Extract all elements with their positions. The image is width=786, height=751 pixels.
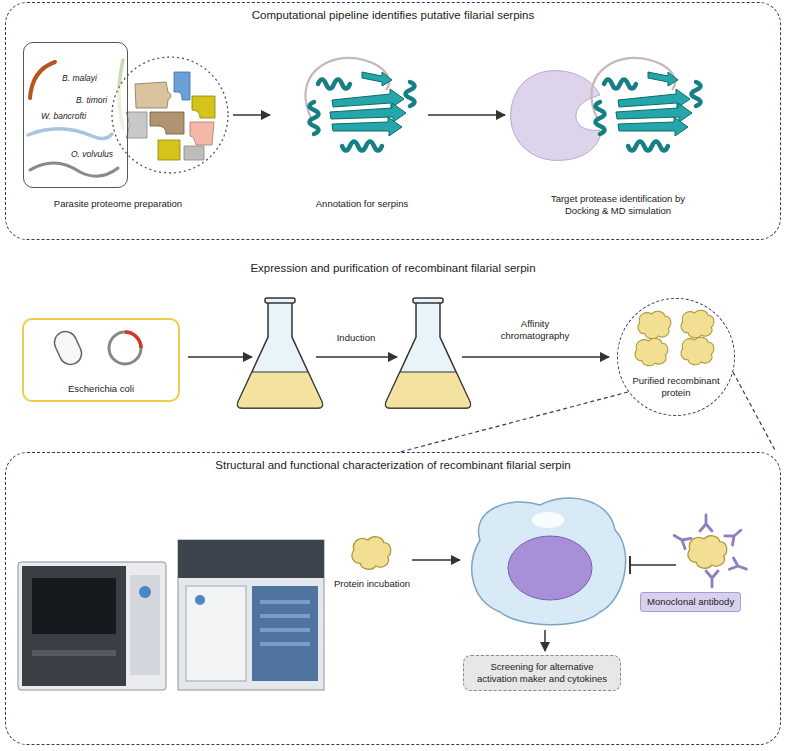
zoom-line bbox=[400, 392, 628, 452]
culture-flask bbox=[386, 298, 471, 408]
flow-arrow bbox=[544, 630, 546, 651]
inhibition-line bbox=[630, 556, 676, 574]
screening-box: Screening for alternative activation mak… bbox=[463, 655, 621, 691]
caption-label: Protein incubation bbox=[317, 578, 427, 590]
species-name: B. timori bbox=[76, 95, 107, 106]
purified-protein-circle: Purified recombinant protein bbox=[617, 298, 735, 416]
zoom-line bbox=[733, 372, 776, 452]
caption-label: Induction bbox=[321, 332, 391, 344]
protein-blob bbox=[352, 537, 391, 569]
flow-arrow bbox=[188, 356, 252, 358]
circle-label: Purified recombinant protein bbox=[628, 375, 724, 399]
host-name: Escherichia coli bbox=[24, 383, 178, 395]
species-name: W. bancrofti bbox=[41, 111, 86, 122]
flow-arrow bbox=[233, 114, 270, 116]
box-label: Monoclonal antibody bbox=[647, 596, 734, 608]
caption-label: Expression and purification of recombina… bbox=[143, 261, 643, 275]
flow-arrow bbox=[428, 114, 505, 116]
box-label: Screening for alternative activation mak… bbox=[472, 661, 612, 685]
caption-label: Annotation for serpins bbox=[292, 198, 432, 210]
flow-arrow bbox=[316, 356, 397, 358]
target-protease bbox=[511, 71, 601, 161]
caption-label: Parasite proteome preparation bbox=[38, 198, 198, 210]
panel-title: Computational pipeline identifies putati… bbox=[6, 8, 780, 22]
species-name: O. volvulus bbox=[71, 149, 113, 160]
serpin-structure bbox=[591, 58, 700, 151]
caption-label: Affinity chromatography bbox=[495, 318, 575, 342]
flow-arrow bbox=[412, 559, 460, 561]
panel-title: Structural and functional characterizati… bbox=[6, 458, 780, 472]
flow-arrow bbox=[462, 356, 609, 358]
bacterium-icon bbox=[51, 328, 85, 368]
antibody-box: Monoclonal antibody bbox=[640, 592, 741, 612]
parasite-box: B. malayi B. timori W. bancrofti O. volvulu… bbox=[23, 42, 128, 188]
mass-spectrometer bbox=[18, 562, 166, 690]
analytical-instrument bbox=[178, 540, 324, 690]
expression-host-box: Escherichia coli bbox=[22, 318, 180, 402]
serpin-structure bbox=[305, 58, 414, 151]
macrophage-cell bbox=[472, 498, 626, 625]
species-name: B. malayi bbox=[62, 73, 97, 84]
plasmid-icon bbox=[109, 332, 141, 364]
section-panel: Structural and functional characterizati… bbox=[5, 452, 781, 745]
proteome-circle bbox=[112, 57, 228, 173]
antibody-complex bbox=[671, 515, 748, 587]
culture-flask bbox=[238, 298, 323, 408]
worm-drawings bbox=[28, 60, 123, 176]
caption-label: Target protease identification by Dockin… bbox=[543, 193, 693, 217]
purified-protein-blobs bbox=[635, 310, 714, 365]
